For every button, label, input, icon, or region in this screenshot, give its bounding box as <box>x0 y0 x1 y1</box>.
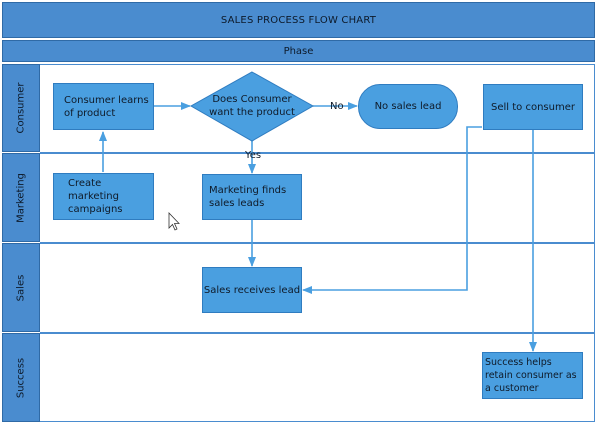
lane-body-consumer <box>40 64 595 153</box>
node-success-retain[interactable]: Success helps retain consumer as a custo… <box>482 352 583 399</box>
node-label: No sales lead <box>374 101 442 112</box>
edge-label-yes: Yes <box>245 150 262 161</box>
node-consumer-learns[interactable]: Consumer learns of product <box>53 83 154 130</box>
node-label: Sell to consumer <box>491 101 575 113</box>
phase-header: Phase <box>2 40 595 62</box>
node-label: Create marketing campaigns <box>68 178 123 215</box>
node-label: Sales receives lead <box>203 284 301 296</box>
node-sales-receives-lead[interactable]: Sales receives lead <box>202 267 302 313</box>
node-sell-to-consumer[interactable]: Sell to consumer <box>483 84 583 130</box>
node-label: Marketing finds sales leads <box>209 185 287 209</box>
lane-body-marketing <box>40 153 595 243</box>
node-label: Success helps retain consumer as a custo… <box>485 357 577 394</box>
lane-body-success <box>40 333 595 422</box>
node-marketing-finds-leads[interactable]: Marketing finds sales leads <box>202 174 302 220</box>
node-no-sales-lead[interactable]: No sales lead <box>358 84 458 129</box>
flowchart-title: SALES PROCESS FLOW CHART <box>2 2 595 38</box>
node-create-campaigns[interactable]: Create marketing campaigns <box>53 173 154 220</box>
edge-label-no: No <box>330 101 344 112</box>
lane-body-sales <box>40 243 595 333</box>
lane-header-success: Success <box>2 333 40 422</box>
edge-sell-to-receives-lead <box>302 126 482 294</box>
lane-header-marketing: Marketing <box>2 153 40 242</box>
lane-header-consumer: Consumer <box>2 64 40 152</box>
node-label: Does Consumer want the product <box>209 94 295 118</box>
node-label: Consumer learns of product <box>64 94 149 119</box>
node-decision[interactable]: Does Consumer want the product <box>207 92 297 120</box>
lane-header-sales: Sales <box>2 243 40 332</box>
